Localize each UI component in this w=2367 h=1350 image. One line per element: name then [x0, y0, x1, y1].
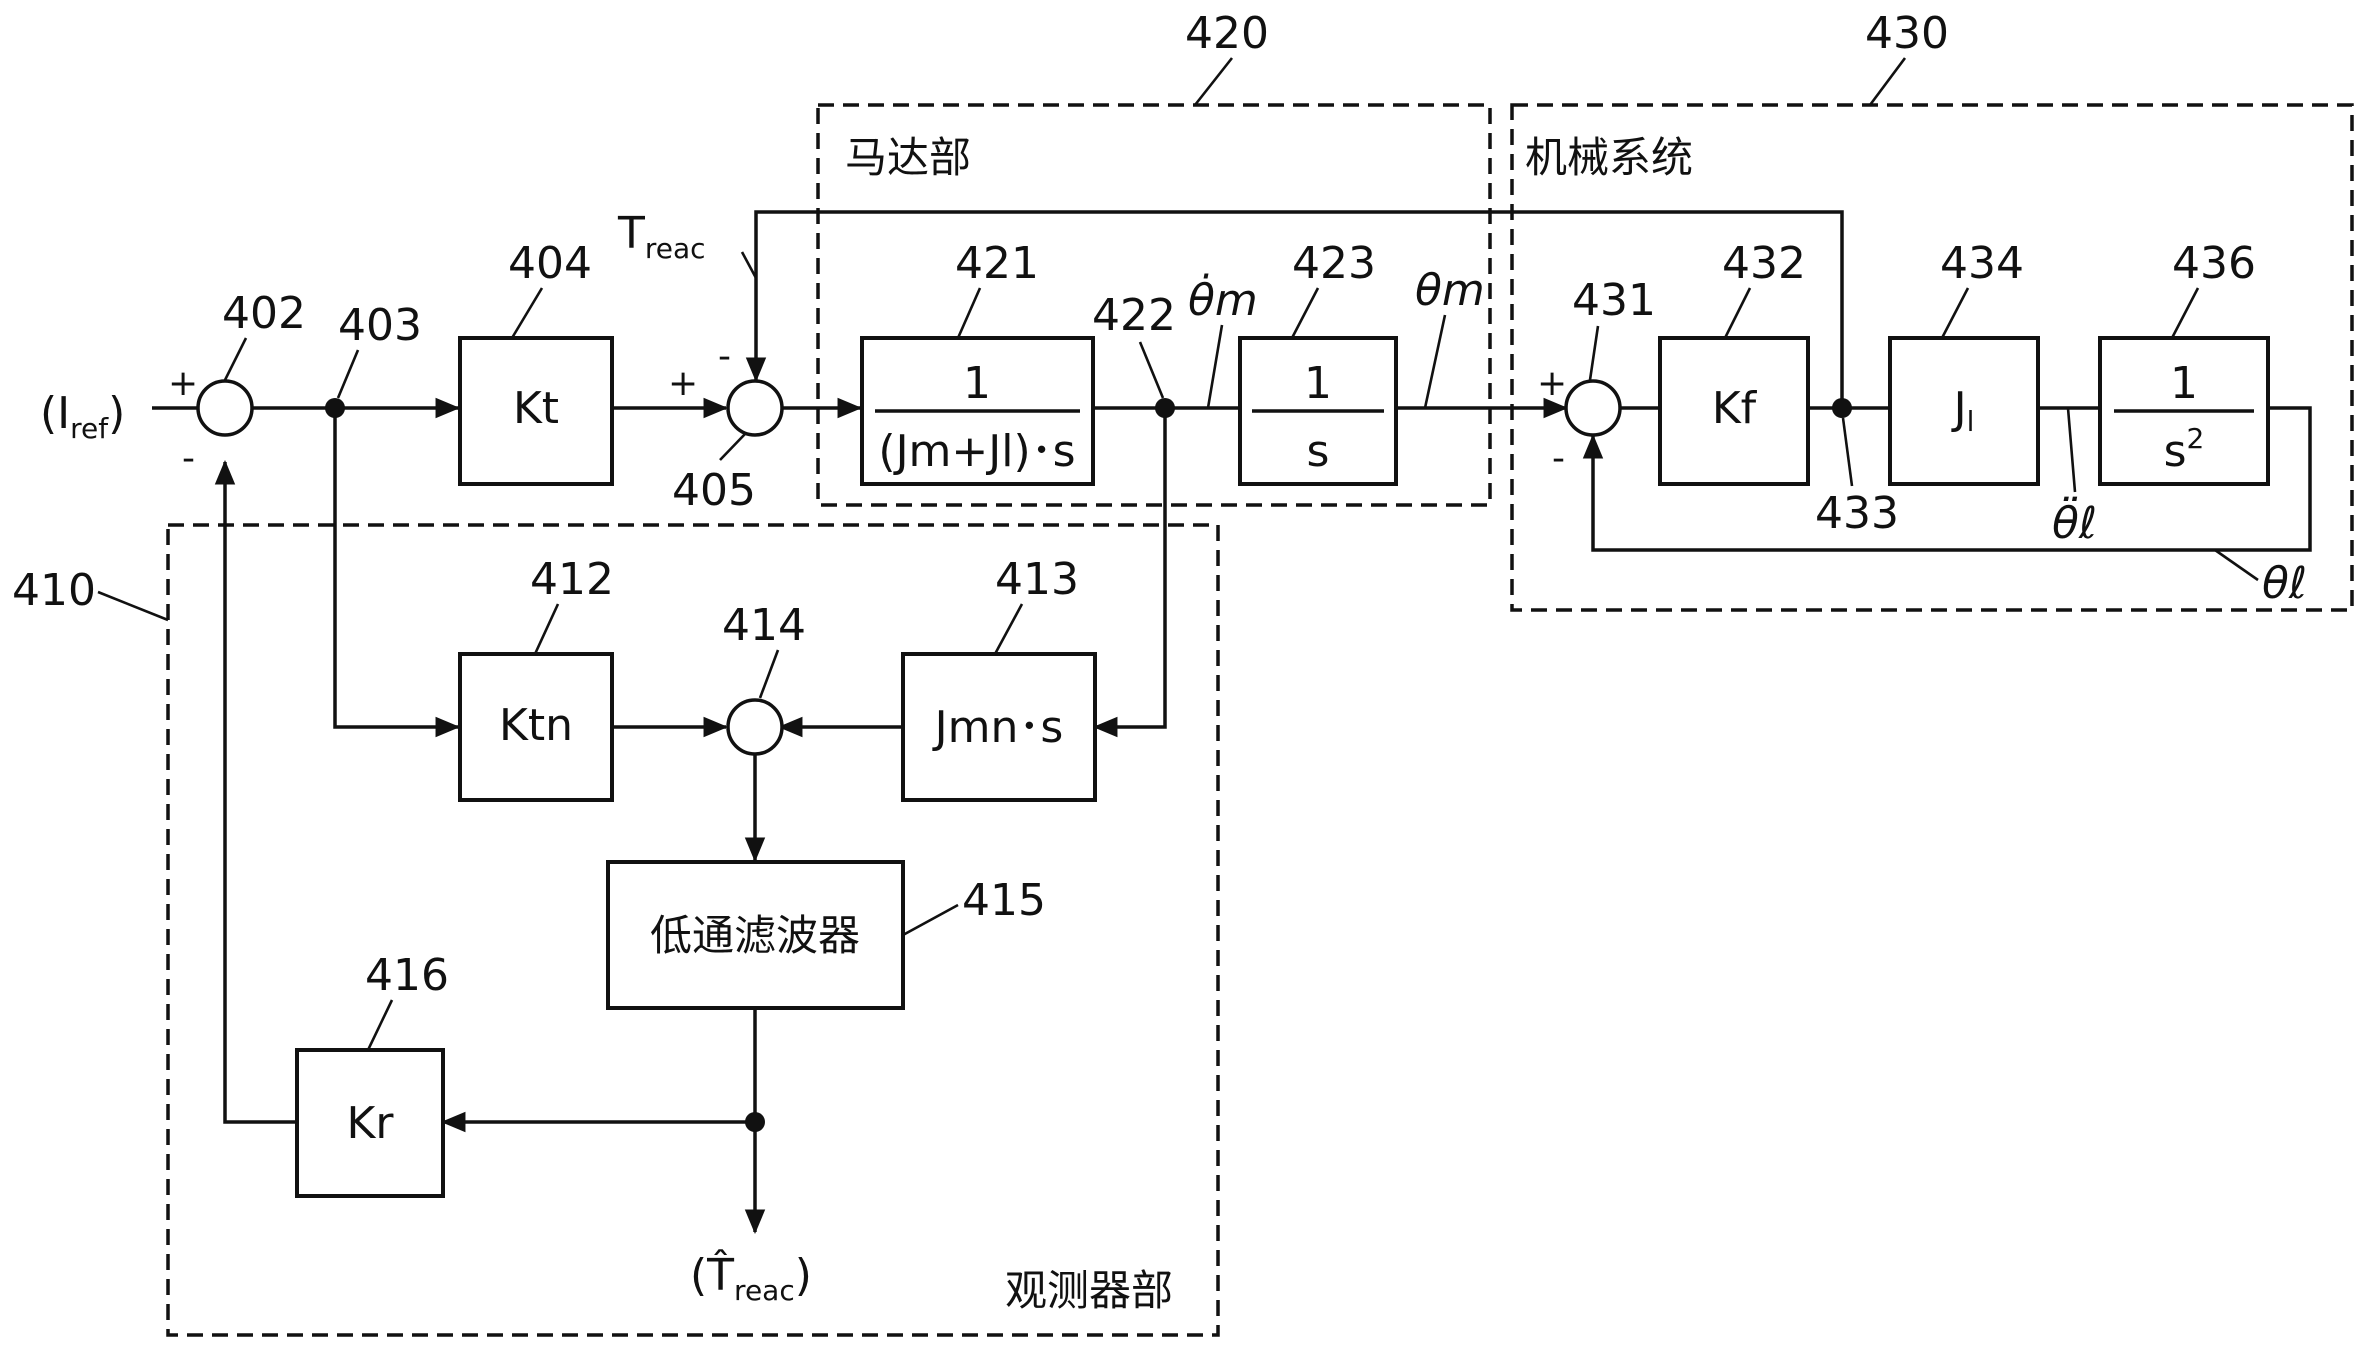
- ref-431: 431: [1572, 275, 1656, 326]
- block-kt-label: Kt: [513, 383, 559, 434]
- treac-leader: [740, 251, 758, 279]
- sign-405-plus: +: [668, 363, 698, 404]
- sign-431-minus: -: [1552, 438, 1565, 479]
- leader-414: [758, 649, 780, 699]
- theta-l-ddot-leader: [2066, 407, 2077, 493]
- block-kf: [1658, 336, 1810, 486]
- ref-432: 432: [1722, 238, 1806, 289]
- block-kf-label: Kf: [1712, 383, 1758, 434]
- block-436-denominator: s2: [2164, 422, 2205, 477]
- ref-433: 433: [1815, 488, 1899, 539]
- sum-junction-431: [1564, 379, 1622, 437]
- ref-403: 403: [338, 300, 422, 351]
- block-436-numerator: 1: [2170, 358, 2198, 409]
- theta-m-leader: [1423, 314, 1447, 409]
- block-421-denominator: (Jm+Jl)･s: [878, 426, 1075, 477]
- block-ktn: [458, 652, 614, 802]
- leader-422: [1138, 341, 1165, 399]
- sign-405-minus: -: [718, 336, 731, 377]
- section-420-ref: 420: [1185, 8, 1269, 59]
- input-signal-label: (Iref): [40, 388, 125, 445]
- branch-point-403: [325, 398, 345, 418]
- theta-m-dot-label: θ̇m: [1188, 272, 1258, 326]
- ref-413: 413: [995, 554, 1079, 605]
- observer-section-frame: [166, 523, 1220, 1337]
- theta-l-ddot-label: θ̈ℓ: [2052, 496, 2097, 549]
- sign-402-plus: +: [168, 363, 198, 404]
- block-jl-label: Jl: [1951, 383, 1975, 438]
- wire-403-to-412: [333, 408, 461, 738]
- section-430-leader: [1868, 57, 1907, 106]
- branch-point-415-out: [745, 1112, 765, 1132]
- sum-junction-402: [196, 379, 254, 437]
- ref-402: 402: [222, 288, 306, 339]
- wire-416-to-402: [214, 459, 297, 1124]
- section-410-ref: 410: [12, 565, 96, 616]
- ref-422: 422: [1092, 290, 1176, 341]
- leader-415: [902, 903, 959, 937]
- sum-junction-405: [726, 379, 784, 437]
- block-low-pass-filter: [606, 860, 905, 1010]
- motor-section-title: 马达部: [845, 133, 971, 182]
- block-421-numerator: 1: [963, 358, 991, 409]
- mechanical-section-frame: [1510, 103, 2354, 612]
- leader-402: [223, 337, 248, 381]
- mechanical-section-title: 机械系统: [1525, 133, 1693, 182]
- ref-415: 415: [962, 875, 1046, 926]
- block-jmn-s: [901, 652, 1097, 802]
- motor-section-frame: [816, 103, 1492, 507]
- block-jl: [1888, 336, 2040, 486]
- branch-point-422: [1155, 398, 1175, 418]
- leader-404: [510, 287, 544, 339]
- ref-416: 416: [365, 950, 449, 1001]
- leader-403: [336, 349, 360, 399]
- theta-m-dot-leader: [1206, 324, 1224, 409]
- ref-436: 436: [2172, 238, 2256, 289]
- leader-434: [1940, 287, 1970, 339]
- output-signal-label: (T̂reac): [690, 1248, 812, 1307]
- leader-432: [1723, 287, 1752, 339]
- branch-point-433: [1832, 398, 1852, 418]
- leader-423: [1290, 287, 1320, 339]
- wire-422-to-413: [1092, 408, 1167, 738]
- ref-423: 423: [1292, 238, 1376, 289]
- ref-404: 404: [508, 238, 592, 289]
- leader-431: [1588, 325, 1600, 381]
- ref-412: 412: [530, 554, 614, 605]
- leader-413: [993, 603, 1024, 655]
- leader-421: [956, 287, 982, 339]
- leader-433: [1841, 417, 1854, 487]
- treac-label: Treac: [617, 208, 706, 265]
- block-jmn-s-label: Jmn･s: [932, 702, 1064, 753]
- ref-421: 421: [955, 238, 1039, 289]
- leader-436: [2170, 287, 2200, 339]
- block-low-pass-filter-label: 低通滤波器: [650, 911, 860, 960]
- ref-405: 405: [672, 465, 756, 516]
- block-ktn-label: Ktn: [499, 700, 573, 751]
- ref-414: 414: [722, 600, 806, 651]
- sign-431-plus: +: [1537, 363, 1567, 404]
- block-423-denominator: s: [1307, 426, 1330, 477]
- block-423-numerator: 1: [1304, 358, 1332, 409]
- theta-m-label: θm: [1415, 265, 1485, 316]
- theta-l-leader: [2214, 548, 2259, 582]
- leader-412: [533, 603, 560, 655]
- wire-treac-loop: [745, 210, 1844, 408]
- leader-405: [719, 433, 746, 461]
- section-420-leader: [1193, 57, 1234, 106]
- block-kr-label: Kr: [347, 1098, 395, 1149]
- observer-section-title: 观测器部: [1005, 1266, 1173, 1315]
- wire-theta-l-feedback: [1582, 406, 2312, 552]
- leader-416: [366, 999, 394, 1051]
- ref-434: 434: [1940, 238, 2024, 289]
- sum-junction-414: [726, 698, 784, 756]
- block-kt: [458, 336, 614, 486]
- section-430-ref: 430: [1865, 8, 1949, 59]
- block-kr: [295, 1048, 445, 1198]
- section-410-leader: [97, 590, 169, 622]
- sign-402-minus: -: [182, 438, 195, 479]
- theta-l-label: θℓ: [2262, 558, 2307, 609]
